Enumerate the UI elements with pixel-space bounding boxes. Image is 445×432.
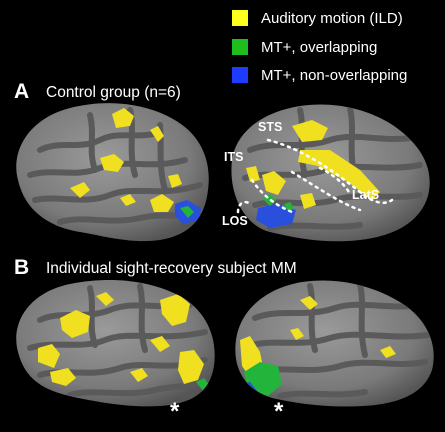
panel-a-title: Control group (n=6) [46, 84, 181, 101]
legend-swatch-green [232, 39, 248, 55]
legend-swatch-yellow [232, 10, 248, 26]
brain-b-left [16, 280, 215, 407]
asterisk-left: * [170, 398, 180, 425]
legend-item-auditory-motion: Auditory motion (ILD) [232, 8, 403, 28]
panel-b-title: Individual sight-recovery subject MM [46, 260, 297, 277]
panel-a-letter: A [14, 80, 30, 103]
legend-swatch-blue [232, 67, 248, 83]
legend-label: MT+, overlapping [261, 38, 378, 56]
its-label: ITS [224, 150, 244, 164]
legend-item-mt-non-overlapping: MT+, non-overlapping [232, 65, 407, 85]
legend-label: MT+, non-overlapping [261, 66, 408, 84]
asterisk-right: * [274, 398, 284, 425]
brain-a-right [231, 104, 430, 242]
lats-outline [318, 166, 352, 196]
brain-a-left [16, 103, 209, 242]
legend-item-mt-overlapping: MT+, overlapping [232, 37, 377, 57]
los-label: LOS [222, 214, 248, 228]
sts-outline-lower [290, 170, 362, 212]
lats-label: LatS [352, 188, 380, 202]
los-outline [236, 200, 252, 214]
panel-b-letter: B [14, 256, 30, 279]
brain-b-right [235, 280, 434, 407]
sts-label: STS [258, 120, 283, 134]
legend-label: Auditory motion (ILD) [261, 9, 403, 27]
